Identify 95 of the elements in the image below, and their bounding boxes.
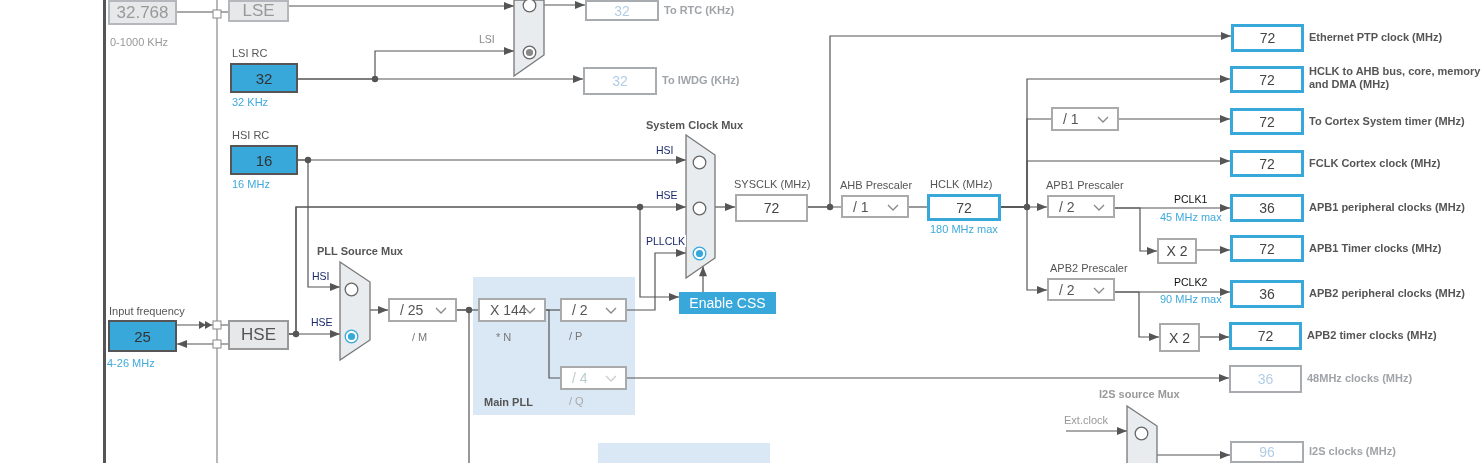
panel-title: Main PLL xyxy=(484,396,533,408)
arrow xyxy=(1000,206,1048,294)
value-field: 32 xyxy=(230,63,298,93)
value-field: 72 xyxy=(1229,322,1302,350)
value-field: X 2 xyxy=(1157,238,1197,264)
mux-title: I2S source Mux xyxy=(1099,388,1180,400)
box-title: HCLK (MHz) xyxy=(930,178,993,190)
arrow xyxy=(699,265,707,293)
output-label: To Cortex System timer (MHz) xyxy=(1309,114,1465,128)
multiplier-label: * N xyxy=(496,331,512,343)
box-title: LSI RC xyxy=(232,47,268,59)
output-label: To RTC (KHz) xyxy=(664,3,735,17)
value-field: 72 xyxy=(735,194,808,222)
output-label: APB1 peripheral clocks (MHz) xyxy=(1309,201,1465,214)
arrow xyxy=(807,32,1232,208)
value-field: 96 xyxy=(1230,441,1304,463)
value-field: 36 xyxy=(1229,365,1302,393)
mux-title: System Clock Mux xyxy=(646,119,744,131)
value-field: 72 xyxy=(1230,108,1304,135)
max-frequency: 180 MHz max xyxy=(930,223,998,235)
edge-label: HSE xyxy=(310,316,334,328)
arrow xyxy=(1114,207,1158,255)
arrow xyxy=(297,159,341,291)
arrow xyxy=(288,2,515,10)
oscillator-box: LSE xyxy=(228,0,289,22)
mux-title: PLL Source Mux xyxy=(317,245,403,257)
output-label: Ethernet PTP clock (MHz) xyxy=(1309,31,1443,44)
enable-css-button: Enable CSS xyxy=(679,292,776,314)
arrow xyxy=(176,340,229,348)
edge-label: PLLCLK xyxy=(645,235,687,247)
value-field: 72 xyxy=(1230,235,1304,262)
box-title: Input frequency xyxy=(109,305,185,317)
output-label: APB1 Timer clocks (MHz) xyxy=(1309,241,1442,255)
max-frequency: 45 MHz max xyxy=(1160,211,1222,223)
box-title: APB2 Prescaler xyxy=(1050,262,1128,274)
value-field: 72 xyxy=(1230,150,1304,177)
divider-label: / P xyxy=(569,330,583,342)
edge-label: HSI xyxy=(311,270,331,282)
divider-label: / M xyxy=(412,331,428,343)
output-label: HCLK to AHB bus, core, memory and DMA (MHz) xyxy=(1309,65,1481,91)
arrow xyxy=(1114,291,1160,341)
value-field: 25 xyxy=(108,320,177,352)
value-field: 16 xyxy=(230,145,298,175)
output-label: APB2 peripheral clocks (MHz) xyxy=(1309,287,1465,300)
dropdown-field: / 4 xyxy=(560,366,627,390)
max-frequency: 90 MHz max xyxy=(1160,293,1222,305)
box-title: APB1 Prescaler xyxy=(1046,179,1124,191)
output-label: FCLK Cortex clock (MHz) xyxy=(1309,156,1441,170)
oscillator-box: HSE xyxy=(228,320,289,350)
divider-label: / Q xyxy=(569,395,584,407)
arrow xyxy=(626,374,1230,382)
output-label: APB2 timer clocks (MHz) xyxy=(1307,329,1437,342)
frequency-range: 4-26 MHz xyxy=(107,357,155,369)
edge-label: HSI xyxy=(655,144,675,156)
value-field: 72 xyxy=(1230,66,1304,93)
edge-label: LSI xyxy=(478,33,496,45)
output-label: To IWDG (KHz) xyxy=(662,74,740,87)
frequency-range: 32 KHz xyxy=(232,96,269,108)
value-field: 72 xyxy=(1231,24,1304,52)
arrow xyxy=(626,249,687,311)
value-field: 72 xyxy=(927,194,1001,221)
output-label: I2S clocks (MHz) xyxy=(1309,445,1396,458)
output-label: 48MHz clocks (MHz) xyxy=(1307,372,1413,385)
box-title: SYSCLK (MHz) xyxy=(734,178,811,190)
dropdown-field: / 1 xyxy=(841,195,909,218)
arrow xyxy=(1196,246,1231,254)
dropdown-field: / 25 xyxy=(388,298,457,322)
value-field: 36 xyxy=(1230,280,1304,308)
arrow xyxy=(1118,115,1231,123)
input-label: Ext.clock xyxy=(1064,414,1124,431)
connector-line xyxy=(545,309,561,379)
frequency-range: 0-1000 KHz xyxy=(110,36,169,48)
connector-line xyxy=(456,309,470,463)
arrow xyxy=(297,75,584,83)
box-title: HSI RC xyxy=(232,129,270,141)
box-title: AHB Prescaler xyxy=(840,179,913,191)
value-field: 32 xyxy=(585,0,659,21)
edge-label: HSE xyxy=(655,189,679,201)
dropdown-field: / 2 xyxy=(1047,278,1115,301)
connector-line xyxy=(908,206,928,208)
dropdown-field: / 1 xyxy=(1051,107,1119,131)
connector-line xyxy=(176,11,229,13)
edge-label: PCLK2 xyxy=(1173,276,1209,288)
dropdown-field: X 144 xyxy=(478,298,546,322)
value-field: 32 xyxy=(583,67,657,95)
oscillator-box: 32.768 xyxy=(108,0,177,25)
value-field: X 2 xyxy=(1159,323,1200,352)
arrow xyxy=(1065,427,1128,435)
edge-label: PCLK1 xyxy=(1173,193,1209,205)
arrow xyxy=(1199,333,1230,341)
dropdown-field: / 2 xyxy=(1047,195,1115,218)
pll-panel xyxy=(473,277,635,415)
dropdown-field: / 2 xyxy=(560,298,627,322)
value-field: 36 xyxy=(1230,194,1304,222)
frequency-range: 16 MHz xyxy=(232,178,270,190)
